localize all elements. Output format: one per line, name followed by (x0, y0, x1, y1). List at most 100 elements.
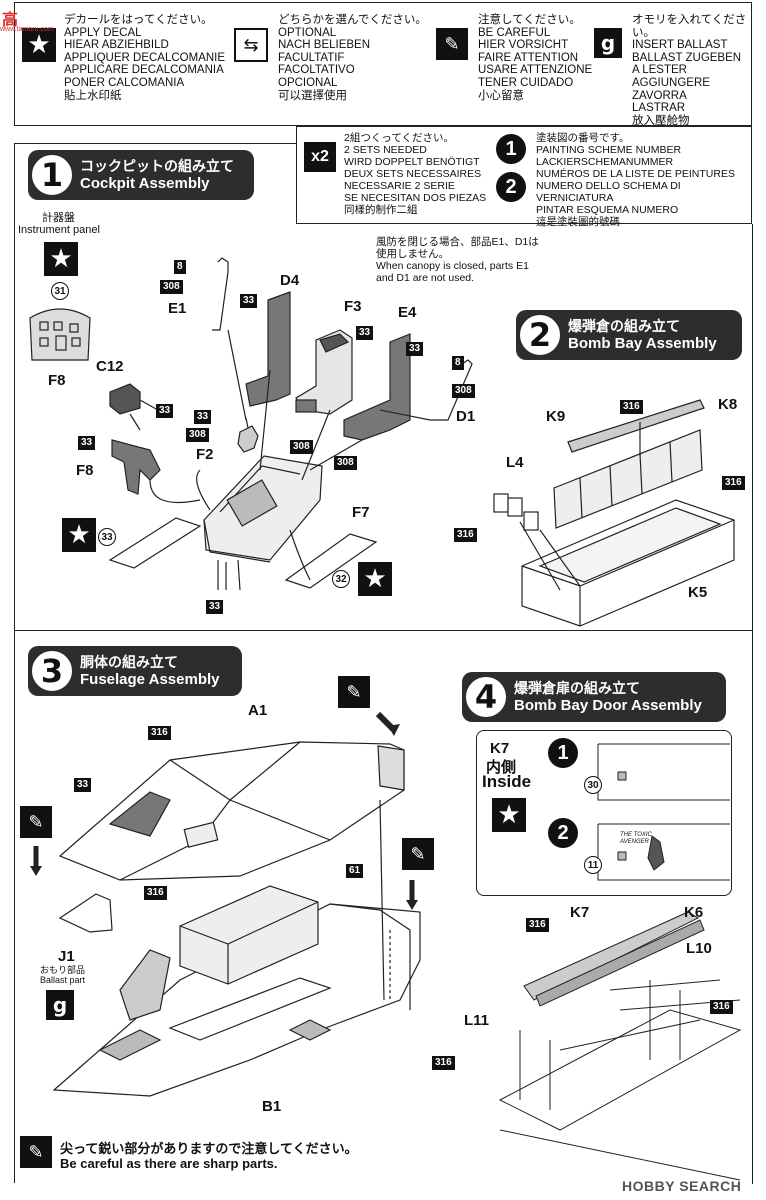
star-icon: ★ (62, 518, 96, 552)
legend-line: どちらかを選んでください。 (278, 14, 427, 26)
part-b1: B1 (262, 1098, 282, 1115)
legend-line: 放入壓舱物 (632, 114, 690, 127)
legend-line: 貼上水印紙 (64, 89, 122, 102)
legend-line: A LESTER (632, 64, 687, 77)
step-2-title-jp: 爆弾倉の組み立て (568, 318, 680, 334)
legend-line: PAINTING SCHEME NUMBER (536, 144, 682, 156)
legend-line: 注意してください。 (478, 14, 581, 26)
legend-line: FAIRE ATTENTION (478, 51, 579, 64)
legend-line: USARE ATTENZIONE (478, 64, 593, 77)
step-3-number: 3 (32, 651, 72, 691)
decal-number: 30 (584, 776, 602, 794)
watermark: HOBBY SEARCH (622, 1178, 742, 1194)
step-1-number: 1 (32, 155, 72, 195)
canopy-note: 風防を閉じる場合、部品E1、D1は 使用しません。 When canopy is… (376, 236, 576, 284)
color-tag: 316 (454, 528, 477, 542)
part-d4: D4 (280, 272, 300, 289)
legend-line: INSERT BALLAST (632, 39, 728, 52)
legend-line: 可以選擇使用 (278, 89, 347, 102)
step-1-title-jp: コックピットの組み立て (80, 158, 234, 174)
color-tag: 316 (620, 400, 643, 414)
ballast-label-jp: おもり部品 (40, 965, 86, 975)
step-frame-left (14, 143, 15, 1183)
color-tag: 8 (452, 356, 464, 370)
legend-line: OPCIONAL (278, 76, 338, 89)
step-3-title-jp: 胴体の組み立て (80, 654, 178, 670)
step-3-title: 3 胴体の組み立て Fuselage Assembly (28, 646, 242, 696)
site-url: www.tamoru.com (0, 26, 54, 33)
color-tag: 316 (710, 1000, 733, 1014)
legend-line: APPLY DECAL (64, 26, 142, 39)
step-2-number: 2 (520, 315, 560, 355)
toxic-line: THE TOXIC (620, 832, 652, 838)
color-tag: 33 (194, 410, 212, 424)
ballast-icon: g (46, 990, 74, 1020)
part-c12: C12 (96, 358, 124, 375)
legend-line: オモリを入れてください。 (632, 14, 747, 39)
legend-line: HIEAR ABZIEHBILD (64, 39, 169, 52)
ballast-label-en: Ballast part (40, 975, 86, 985)
legend-line: BALLAST ZUGEBEN (632, 51, 742, 64)
color-tag: 33 (74, 778, 92, 792)
decal-number: 11 (584, 856, 602, 874)
legend-line: PINTAR ESQUEMA NUMERO (536, 204, 679, 216)
toxic-line: AVENGER (620, 839, 650, 845)
legend-line: APPLIQUER DECALCOMANIE (64, 51, 226, 64)
legend-line: NACH BELIEBEN (278, 39, 371, 52)
part-f8: F8 (76, 462, 94, 479)
legend-line: 2 SETS NEEDED (344, 144, 427, 156)
part-l10: L10 (686, 940, 712, 957)
legend-line: TENER CUIDADO (478, 76, 574, 89)
caution-icon: ✎ (402, 838, 434, 870)
legend-line: 塗装図の番号です。 (536, 132, 630, 144)
ballast-icon: g (594, 28, 622, 58)
color-tag: 61 (346, 864, 364, 878)
legend-line: NUMÉROS DE LA LISTE DE PEINTURES (536, 168, 735, 180)
door-scheme-box (476, 730, 732, 896)
caution-icon: ✎ (20, 1136, 52, 1168)
step-frame-right (752, 224, 753, 1184)
part-k5: K5 (688, 584, 708, 601)
step-4-title-jp: 爆弾倉扉の組み立て (514, 680, 640, 696)
step-frame-mid (14, 630, 753, 631)
part-a1: A1 (248, 702, 268, 719)
part-k9: K9 (546, 408, 566, 425)
footer-en: Be careful as there are sharp parts. (60, 1156, 278, 1171)
part-k7: K7 (570, 904, 590, 921)
color-tag: 8 (174, 260, 186, 274)
color-tag: 308 (334, 456, 357, 470)
color-tag: 308 (160, 280, 183, 294)
legend-line: FACOLTATIVO (278, 64, 355, 77)
step-1-title-en: Cockpit Assembly (80, 175, 210, 192)
legend-line: LASTRAR (632, 102, 686, 115)
site-logo: 高 (2, 12, 19, 29)
caution-icon: ✎ (338, 676, 370, 708)
legend-line: BE CAREFUL (478, 26, 551, 39)
legend-line: LACKIERSCHEMANUMMER (536, 156, 674, 168)
scheme-1-symbol: 1 (496, 134, 526, 164)
color-tag: 308 (452, 384, 475, 398)
legend-line: 同樣的制作二組 (344, 204, 418, 216)
part-k8: K8 (718, 396, 738, 413)
decal-number: 31 (51, 282, 69, 300)
step-2-title: 2 爆弾倉の組み立て Bomb Bay Assembly (516, 310, 742, 360)
part-k6: K6 (684, 904, 704, 921)
scheme-1-badge: 1 (548, 738, 578, 768)
color-tag: 316 (526, 918, 549, 932)
step-2-title-en: Bomb Bay Assembly (568, 335, 717, 352)
part-l4: L4 (506, 454, 524, 471)
step-4-title-en: Bomb Bay Door Assembly (514, 697, 702, 714)
step-1-title: 1 コックピットの組み立て Cockpit Assembly (28, 150, 254, 200)
step-4-number: 4 (466, 677, 506, 717)
legend-panel-2 (296, 126, 752, 224)
decal-number: 33 (98, 528, 116, 546)
color-tag: 316 (148, 726, 171, 740)
legend-line: デカールをはってください。 (64, 14, 213, 26)
star-icon: ★ (44, 242, 78, 276)
part-f8: F8 (48, 372, 66, 389)
part-e1: E1 (168, 300, 187, 317)
legend-line: APPLICARE DECALCOMANIA (64, 64, 224, 77)
legend-line: PONER CALCOMANIA (64, 76, 185, 89)
legend-line: DEUX SETS NECESSAIRES (344, 168, 482, 180)
scheme-2-symbol: 2 (496, 172, 526, 202)
